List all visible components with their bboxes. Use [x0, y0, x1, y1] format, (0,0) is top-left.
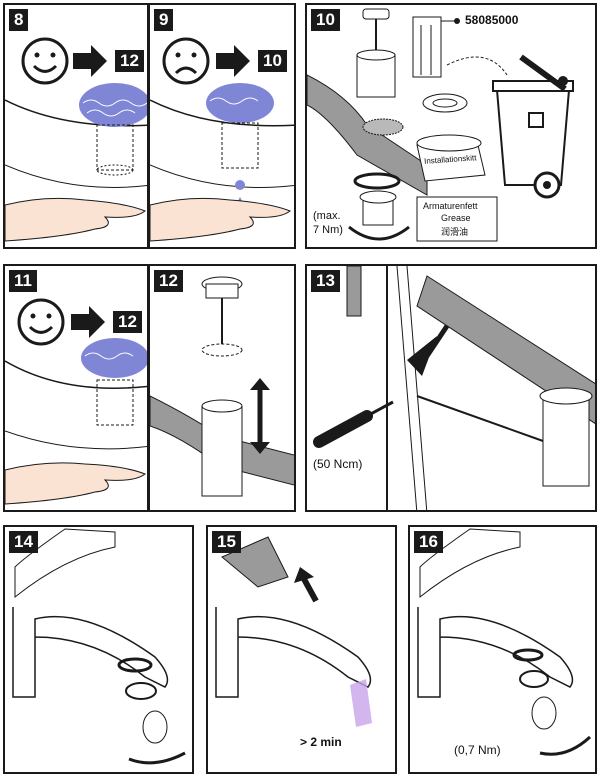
part-number: 58085000 [465, 13, 519, 27]
water-stream-icon [350, 679, 372, 727]
aerator-cover-icon [531, 696, 557, 730]
step-number: 8 [9, 9, 29, 31]
grease-label-box [416, 196, 498, 242]
step-9-illustration [150, 37, 294, 242]
step-15-illustration [215, 536, 372, 727]
rotate-arrow-icon [539, 735, 592, 756]
smiley-sad-icon [162, 37, 210, 85]
drain-body-icon [201, 399, 243, 497]
torque-label: (0,7 Nm) [454, 743, 501, 757]
grease-label-de: Armaturenfett [423, 201, 478, 211]
aerator-icon [519, 670, 549, 688]
step-12-panel: 12 [148, 264, 296, 512]
hand-icon [5, 197, 146, 242]
goto-step: 10 [258, 50, 287, 72]
faucet-icon [215, 607, 372, 698]
step-number: 11 [9, 270, 37, 292]
step-11-panel: 11 12 [3, 264, 149, 512]
step-10-illustration [307, 8, 574, 242]
step-11-illustration [5, 298, 147, 505]
arrow-down-icon [407, 336, 437, 376]
step-16-illustration [417, 528, 592, 756]
arrow-up-icon [294, 567, 319, 603]
up-down-arrow-icon [250, 378, 270, 454]
step-number: 9 [154, 9, 174, 31]
installation-kit-tin-icon [416, 134, 486, 182]
step-number: 13 [311, 270, 340, 292]
step-13-panel: 13 (50 Ncm) [305, 264, 597, 512]
faucet-icon [417, 528, 574, 698]
step-number: 12 [154, 270, 183, 292]
smiley-happy-icon [21, 37, 69, 85]
step-number: 10 [311, 9, 340, 31]
lever-icon [221, 536, 289, 588]
step-13-illustration [313, 266, 595, 510]
arrow-right-icon [71, 306, 105, 338]
smiley-happy-icon [17, 298, 65, 346]
step-9-panel: 9 10 [148, 3, 296, 249]
arrow-right-icon [216, 45, 250, 77]
step-15-panel: 15 > 2 min [206, 525, 397, 774]
faucet-icon [12, 528, 169, 698]
rinse-time-label: > 2 min [300, 735, 342, 749]
step-12-illustration [150, 276, 294, 497]
grease-label-cn: 润滑油 [441, 227, 469, 237]
step-8-illustration [5, 37, 147, 242]
water-drop-icon [235, 180, 245, 190]
step-14-illustration [12, 528, 186, 765]
goto-step: 12 [113, 311, 142, 333]
drain-insert-icon [412, 16, 442, 78]
torque-line-2: 7 Nm) [313, 224, 343, 236]
rotate-arrow-icon [128, 751, 186, 765]
hand-icon [5, 462, 146, 505]
rotate-arrow-icon [348, 225, 410, 241]
torque-line-1: (max. [313, 210, 341, 222]
step-16-panel: 16 (0,7 Nm) [408, 525, 597, 774]
aerator-icon [125, 682, 157, 700]
water-icon [79, 83, 147, 127]
drain-body-icon [539, 387, 593, 487]
hand-icon [150, 197, 291, 242]
screwdriver-icon [313, 400, 394, 448]
drain-body-icon [359, 190, 397, 226]
step-10-panel: 10 [305, 3, 597, 249]
step-number: 14 [9, 531, 38, 553]
grease-label-en: Grease [441, 213, 471, 223]
goto-step: 12 [115, 50, 144, 72]
step-8-panel: 8 12 [3, 3, 149, 249]
step-number: 15 [212, 531, 241, 553]
waste-bin-icon [492, 54, 574, 199]
step-number: 16 [414, 531, 443, 553]
torque-label: (50 Ncm) [313, 457, 363, 471]
pop-up-plug-icon [201, 276, 243, 357]
arrow-right-icon [73, 45, 107, 77]
step-14-panel: 14 [3, 525, 194, 774]
pop-up-plug-icon [356, 8, 396, 98]
water-icon [206, 83, 274, 123]
water-icon [81, 338, 147, 378]
aerator-cover-icon [142, 710, 168, 744]
